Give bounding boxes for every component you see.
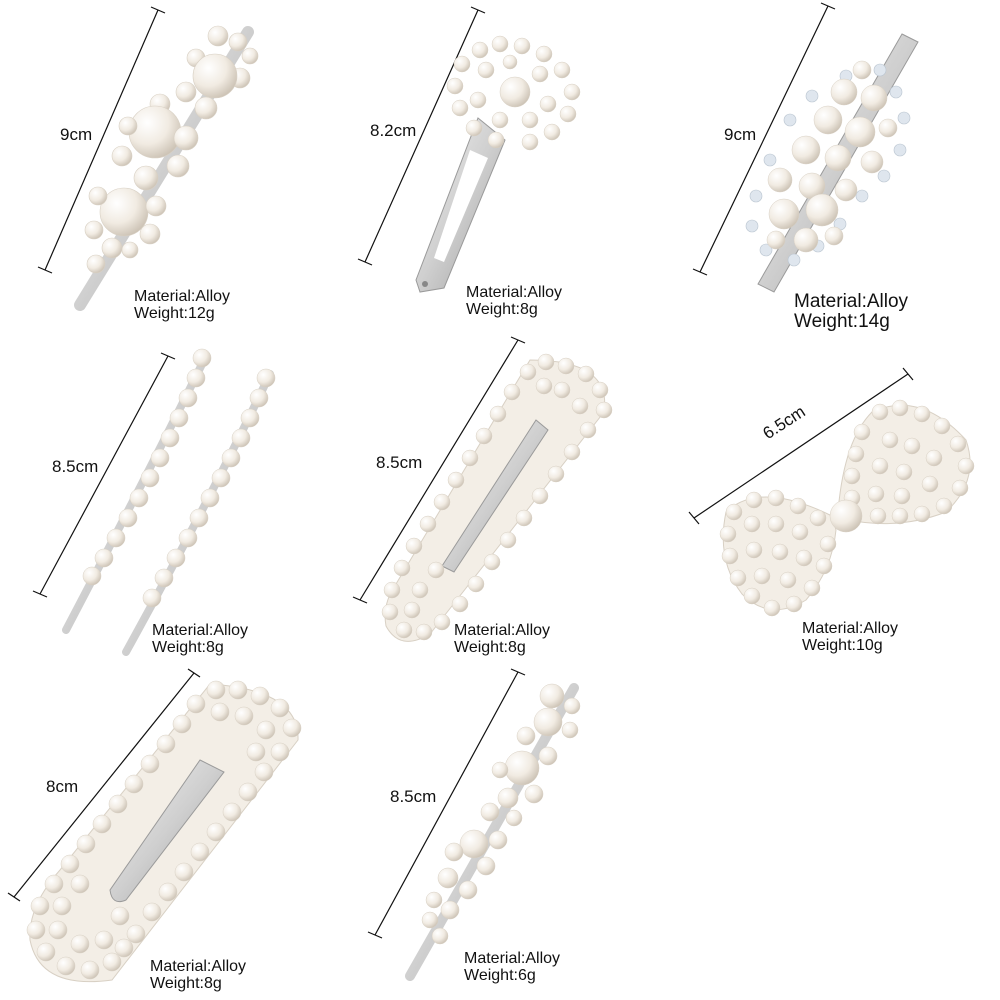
spec-caption-2: Material:Alloy Weight:8g xyxy=(466,284,562,318)
dimension-label-8: 8.5cm xyxy=(390,787,437,806)
measure-line-8 xyxy=(367,668,526,939)
measure-line-5 xyxy=(352,336,526,604)
dimension-label-3: 9cm xyxy=(724,125,757,144)
weight-text: Weight:8g xyxy=(466,301,538,318)
weight-text: Weight:8g xyxy=(152,639,224,656)
spec-caption-4: Material:Alloy Weight:8g xyxy=(152,622,248,656)
hair-clip-1 xyxy=(74,25,259,311)
measure-line-3 xyxy=(692,2,836,276)
measure-line-6 xyxy=(688,367,914,525)
hair-clip-6 xyxy=(719,399,975,617)
measure-line-4 xyxy=(32,352,176,598)
weight-text: Weight:10g xyxy=(802,637,883,654)
weight-text: Weight:8g xyxy=(150,975,222,992)
material-text: Material:Alloy xyxy=(464,950,561,967)
spec-caption-8: Material:Alloy Weight:6g xyxy=(464,950,560,984)
weight-text: Weight:14g xyxy=(794,311,890,332)
dimension-label-5: 8.5cm xyxy=(376,453,423,472)
hair-clip-8 xyxy=(405,683,581,981)
material-text: Material:Alloy xyxy=(150,958,247,975)
measure-line-2 xyxy=(357,6,486,266)
measure-line-1 xyxy=(37,6,166,274)
dimension-label-4: 8.5cm xyxy=(52,457,99,476)
weight-text: Weight:8g xyxy=(454,639,526,656)
measure-lines xyxy=(7,2,914,939)
material-text: Material:Alloy xyxy=(134,288,231,305)
weight-text: Weight:6g xyxy=(464,967,536,984)
spec-caption-1: Material:Alloy Weight:12g xyxy=(134,288,230,322)
measure-line-7 xyxy=(7,668,201,902)
weight-text: Weight:12g xyxy=(134,305,215,322)
spec-caption-6: Material:Alloy Weight:10g xyxy=(802,620,898,654)
material-text: Material:Alloy xyxy=(466,284,563,301)
material-text: Material:Alloy xyxy=(454,622,551,639)
spec-caption-7: Material:Alloy Weight:8g xyxy=(150,958,246,992)
material-text: Material:Alloy xyxy=(794,291,909,312)
spec-caption-5: Material:Alloy Weight:8g xyxy=(454,622,550,656)
material-text: Material:Alloy xyxy=(152,622,249,639)
hair-clip-5 xyxy=(381,353,613,642)
dimension-label-7: 8cm xyxy=(46,777,79,796)
dimension-label-1: 9cm xyxy=(60,125,93,144)
hair-clip-7 xyxy=(26,680,302,983)
spec-caption-3: Material:Alloy Weight:14g xyxy=(794,292,908,332)
material-text: Material:Alloy xyxy=(802,620,899,637)
hair-clip-4 xyxy=(62,348,276,656)
hair-clip-2 xyxy=(415,35,581,293)
hair-clip-3 xyxy=(745,33,919,293)
dimension-label-2: 8.2cm xyxy=(370,121,417,140)
